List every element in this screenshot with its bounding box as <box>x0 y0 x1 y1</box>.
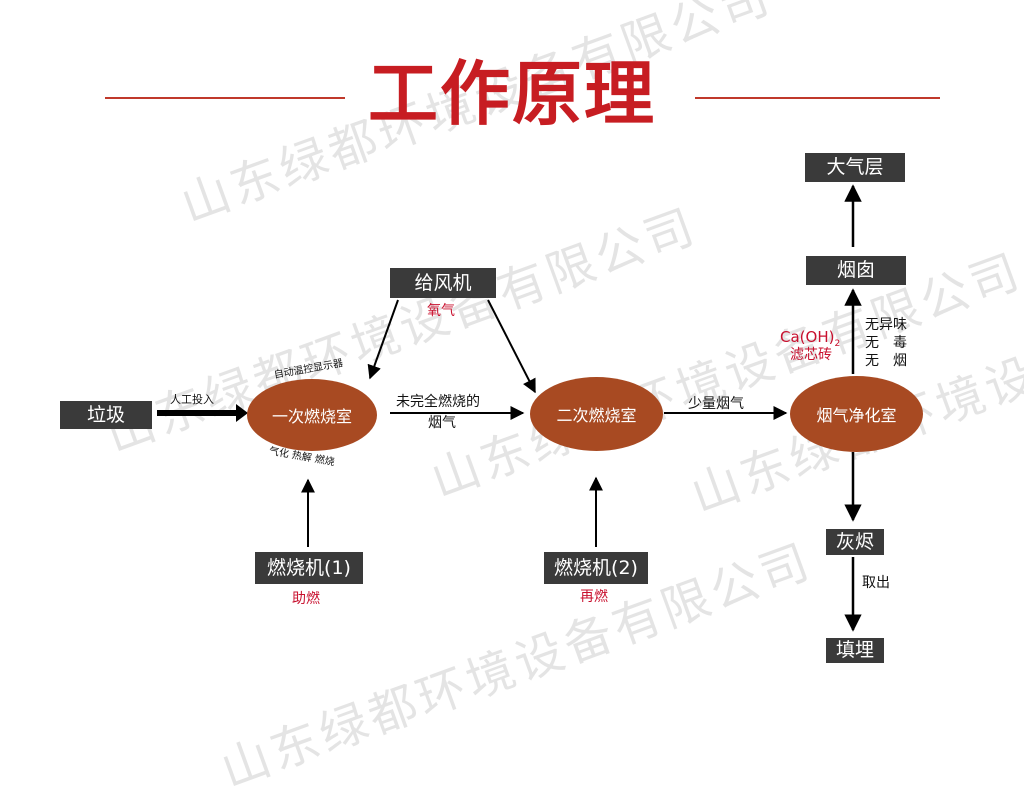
label-caoh2: Ca(OH)2 <box>780 329 840 350</box>
label-no-toxic: 无 毒 <box>865 335 907 351</box>
flow-arrows <box>157 184 862 632</box>
node-burner-2: 燃烧机(2) <box>544 552 648 584</box>
label-re-burn: 再燃 <box>580 589 608 605</box>
node-ash: 灰烬 <box>826 529 884 555</box>
label-caoh2-subscript: 2 <box>834 339 841 349</box>
label-no-odor: 无异味 <box>865 317 907 333</box>
page-title: 工作原理 <box>368 53 656 135</box>
label-oxygen: 氧气 <box>427 303 455 319</box>
label-assist-burn: 助燃 <box>292 591 320 607</box>
label-caoh2-text: Ca(OH) <box>780 328 835 346</box>
label-incomplete-line1: 未完全燃烧的 <box>396 394 480 410</box>
label-filter-brick: 滤芯砖 <box>790 347 832 363</box>
node-burner-1: 燃烧机(1) <box>255 552 363 584</box>
node-landfill: 填埋 <box>826 638 884 663</box>
label-take-out: 取出 <box>862 575 890 591</box>
label-no-smoke: 无 烟 <box>865 353 907 369</box>
label-little-smoke: 少量烟气 <box>688 396 744 412</box>
node-secondary-chamber: 二次燃烧室 <box>530 377 663 451</box>
node-atmosphere: 大气层 <box>805 153 905 182</box>
node-primary-chamber: 一次燃烧室 <box>247 379 377 451</box>
node-garbage: 垃圾 <box>60 401 152 429</box>
node-purify-chamber: 烟气净化室 <box>790 376 923 452</box>
label-manual-input: 人工投入 <box>170 393 214 406</box>
node-fan: 给风机 <box>390 268 496 298</box>
label-incomplete-line2: 烟气 <box>428 415 456 431</box>
node-chimney: 烟囱 <box>806 256 906 285</box>
title-divider-left <box>105 97 345 99</box>
title-divider-right <box>695 97 940 99</box>
